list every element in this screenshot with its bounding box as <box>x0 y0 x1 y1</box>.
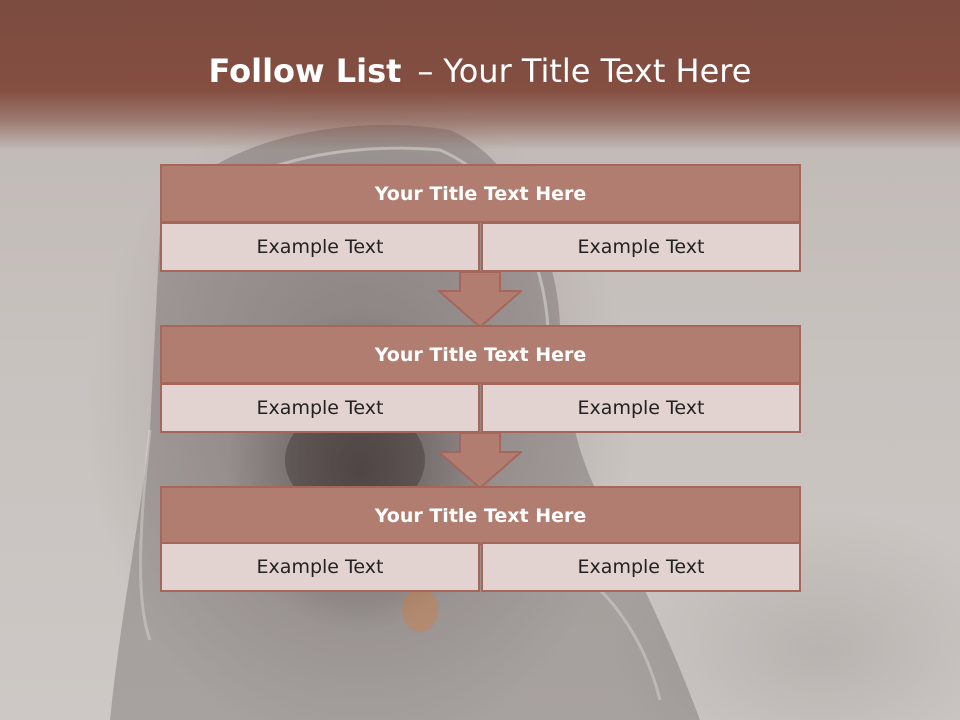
block-title: Your Title Text Here <box>160 325 801 384</box>
list-block-1: Your Title Text Here Example Text Exampl… <box>160 164 801 272</box>
title-separator: – <box>417 52 434 90</box>
block-right-cell: Example Text <box>481 542 801 592</box>
down-arrow-icon <box>438 271 522 329</box>
block-left-cell: Example Text <box>160 542 480 592</box>
block-title: Your Title Text Here <box>160 486 801 545</box>
list-block-3: Your Title Text Here Example Text Exampl… <box>160 486 801 592</box>
list-block-2: Your Title Text Here Example Text Exampl… <box>160 325 801 433</box>
block-left-cell: Example Text <box>160 222 480 272</box>
down-arrow-icon <box>438 432 522 490</box>
title-rest: Your Title Text Here <box>443 52 752 90</box>
block-right-cell: Example Text <box>481 383 801 433</box>
title-bold-part: Follow List <box>208 52 402 90</box>
block-title: Your Title Text Here <box>160 164 801 223</box>
block-right-cell: Example Text <box>481 222 801 272</box>
header-band <box>0 0 960 150</box>
slide-title: Follow List–Your Title Text Here <box>0 52 960 90</box>
block-left-cell: Example Text <box>160 383 480 433</box>
